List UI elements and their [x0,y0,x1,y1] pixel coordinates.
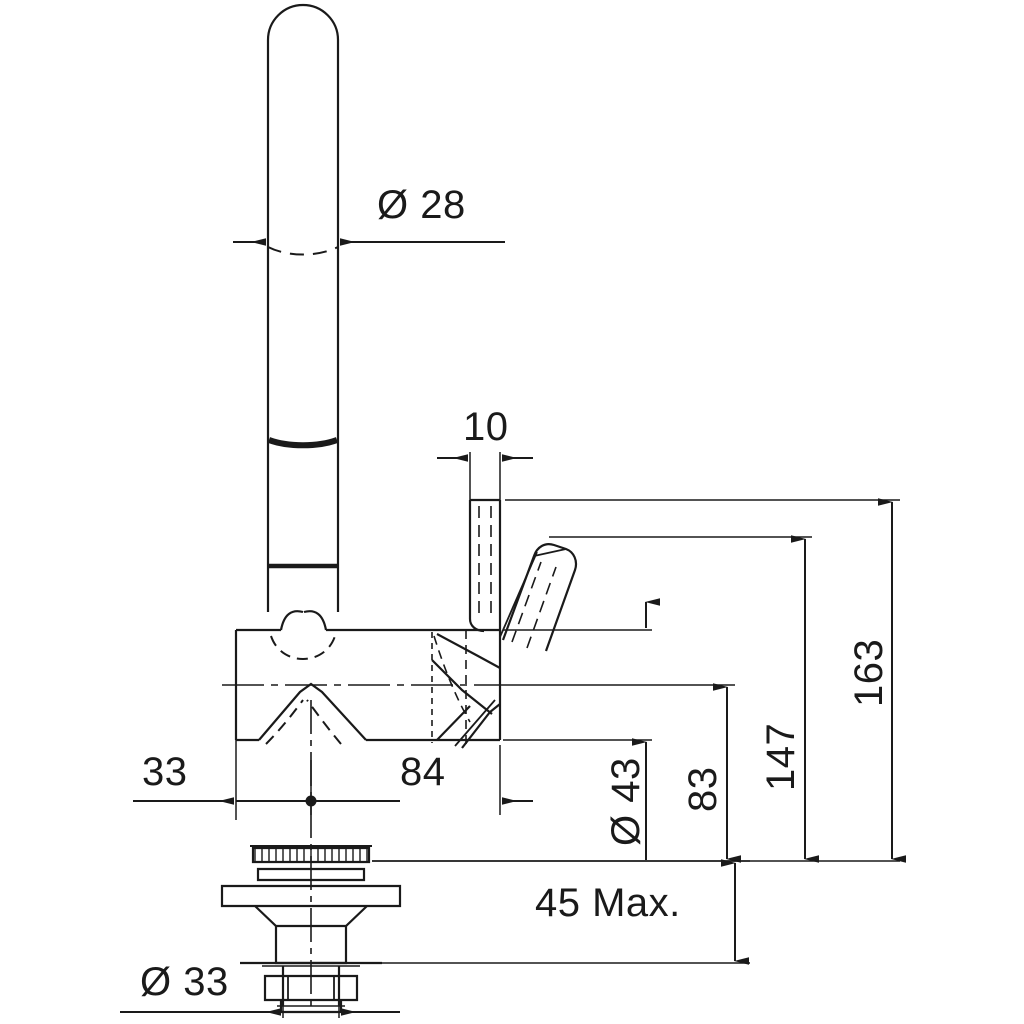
spout-body-fillet [270,610,336,661]
dimension-spout-diameter-28 [233,224,505,262]
lever-handle-upright [468,498,502,633]
dimension-label-shank-diameter: Ø 33 [140,960,229,1004]
dimension-shank-diameter-33 [120,1006,400,1018]
valve-cartridge [431,630,501,749]
dimension-label-reach: 84 [400,750,446,794]
dimension-label-worktop-max: 45 Max. [535,881,681,925]
dimension-label-rear-offset: 33 [142,750,188,794]
dimension-label-spout-diameter: Ø 28 [377,183,466,227]
dimension-label-centre-height: 83 [681,766,725,813]
dimension-label-overall-height: 163 [847,638,891,707]
spout-ring-marks [267,246,339,569]
vertical-extension-lines [372,499,900,862]
mounting-assembly [220,845,402,1014]
spout-tube-outline [266,3,340,612]
lever-handle-raised [499,543,578,652]
dimension-label-body-diameter: Ø 43 [604,757,648,846]
dimension-lever-stem-10 [437,452,533,502]
body-shank-fillet [258,682,367,745]
dimension-label-lever-stem: 10 [463,405,509,449]
dimension-reach-84 [310,745,533,815]
dimension-label-body-top-height: 147 [759,722,803,791]
